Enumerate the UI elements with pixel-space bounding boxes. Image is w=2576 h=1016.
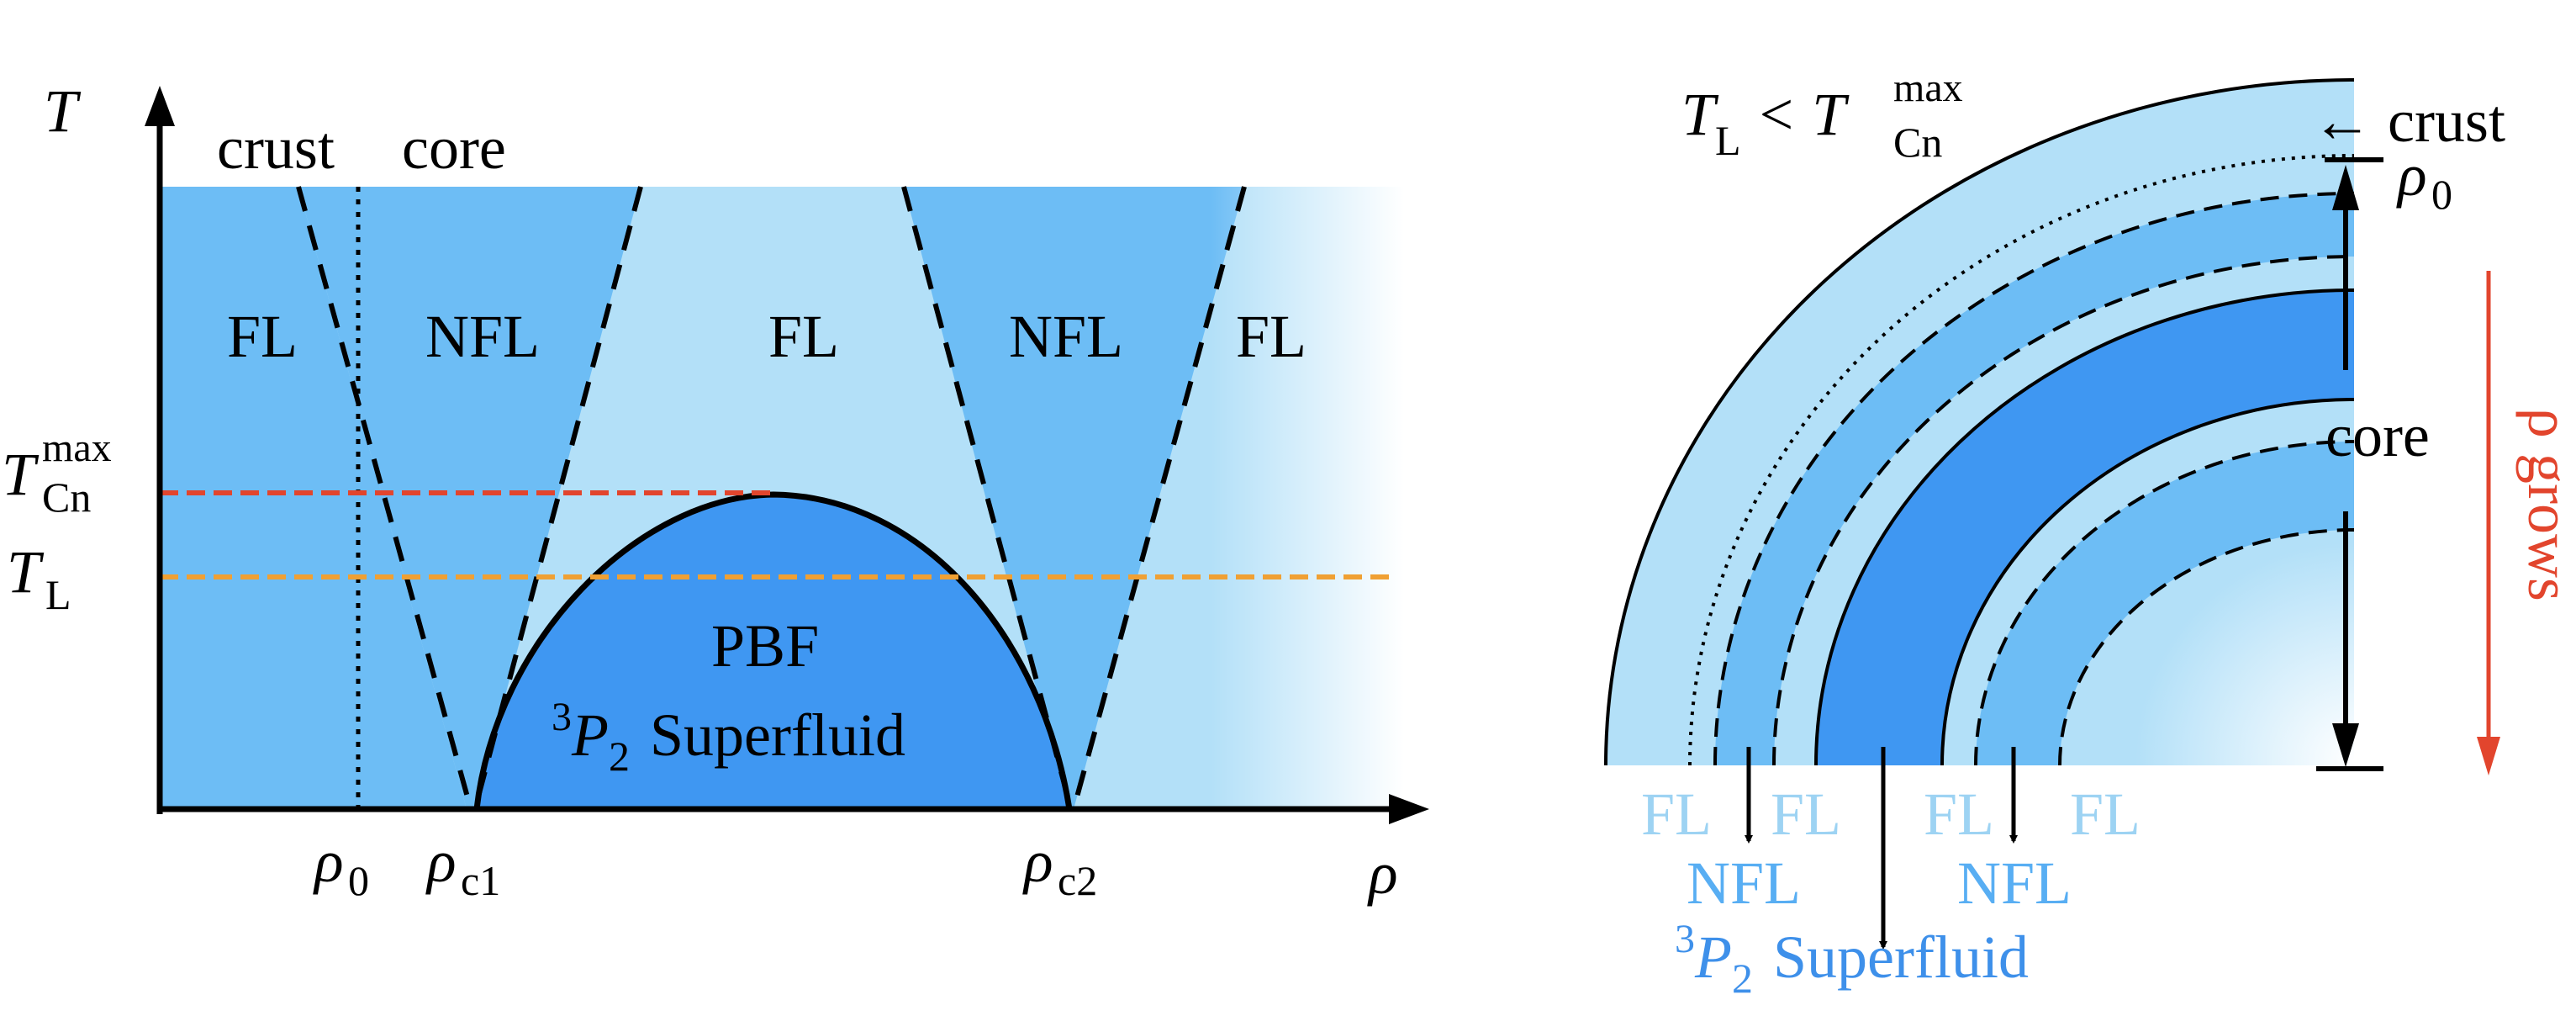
legend-fl-3: FL	[1924, 781, 1994, 848]
core-bracket-down-arrow	[2332, 723, 2359, 767]
nfl-label-1: NFL	[425, 303, 540, 370]
rho0-tick: ρ	[313, 828, 344, 895]
x-axis-arrow	[1389, 794, 1429, 824]
superfluid-inner-boundary	[1940, 398, 2355, 766]
x-axis-label: ρ	[1367, 839, 1398, 907]
rho0-star-label: ρ	[2396, 141, 2427, 209]
legend-fl-1: FL	[1641, 781, 1712, 848]
nfl-label-2: NFL	[1009, 303, 1123, 370]
tcn-max-sup: max	[42, 426, 112, 470]
wedge-boundaries	[296, 186, 1247, 810]
fl-label-3: FL	[1236, 303, 1306, 370]
condition-label: TL<T	[1681, 81, 1850, 164]
legend-nfl-2: NFL	[1957, 849, 2072, 917]
rhoc1-tick-sub: c1	[461, 857, 500, 904]
nfl-outer-boundary-1	[1713, 192, 2355, 766]
tl-sub: L	[45, 571, 71, 618]
rho0-curve	[1688, 154, 2355, 766]
rhoc1-tick: ρ	[425, 828, 457, 895]
nfl-wedge-2	[904, 187, 1244, 809]
rho0-star-sub: 0	[2431, 171, 2452, 218]
pbf-label: PBF	[711, 612, 819, 680]
nfl-outer-boundary-2	[1772, 255, 2355, 766]
rho0-tick-sub: 0	[348, 857, 369, 904]
y-axis-label: T	[44, 77, 82, 145]
rhoc2-tick-sub: c2	[1058, 857, 1097, 904]
core-star-label: core	[2325, 402, 2430, 469]
condition-sub: Cn	[1893, 119, 1942, 166]
legend-nfl-1: NFL	[1687, 849, 1801, 917]
fade-overlay	[1211, 187, 1404, 809]
surface-curve	[1604, 78, 2355, 766]
superfluid-outer-boundary	[1814, 288, 2355, 766]
tl-label: T	[7, 538, 45, 606]
core-label: core	[402, 114, 506, 182]
rho-grows-arrowhead	[2477, 737, 2500, 775]
rhoc2-tick: ρ	[1022, 828, 1053, 895]
fl-label-2: FL	[768, 303, 839, 370]
rho-grows-label: ρ grows	[2515, 408, 2576, 601]
core-bracket-up-arrow	[2332, 165, 2359, 210]
legend-fl-2: FL	[1771, 781, 1841, 848]
star-diagram: TL<T max Cn ← crust ρ 0 core ρ grows FL …	[1604, 66, 2576, 1002]
crust-arrow-label: ← crust	[2312, 87, 2505, 155]
superfluid-dome	[473, 491, 1074, 812]
fl-label-1: FL	[227, 303, 298, 370]
crust-region	[160, 187, 467, 809]
condition-sup: max	[1893, 66, 1963, 110]
crust-label: crust	[217, 114, 335, 182]
legend-fl-4: FL	[2070, 781, 2141, 848]
tcn-max-label: T	[2, 441, 40, 508]
nfl-inner-boundary-1	[1974, 440, 2355, 766]
tcn-max-sub: Cn	[42, 474, 91, 521]
y-axis-arrow	[145, 86, 175, 126]
nfl-inner-boundary-2	[2058, 528, 2355, 766]
shell-center	[2060, 530, 2354, 765]
nfl-wedge-1	[298, 187, 641, 809]
